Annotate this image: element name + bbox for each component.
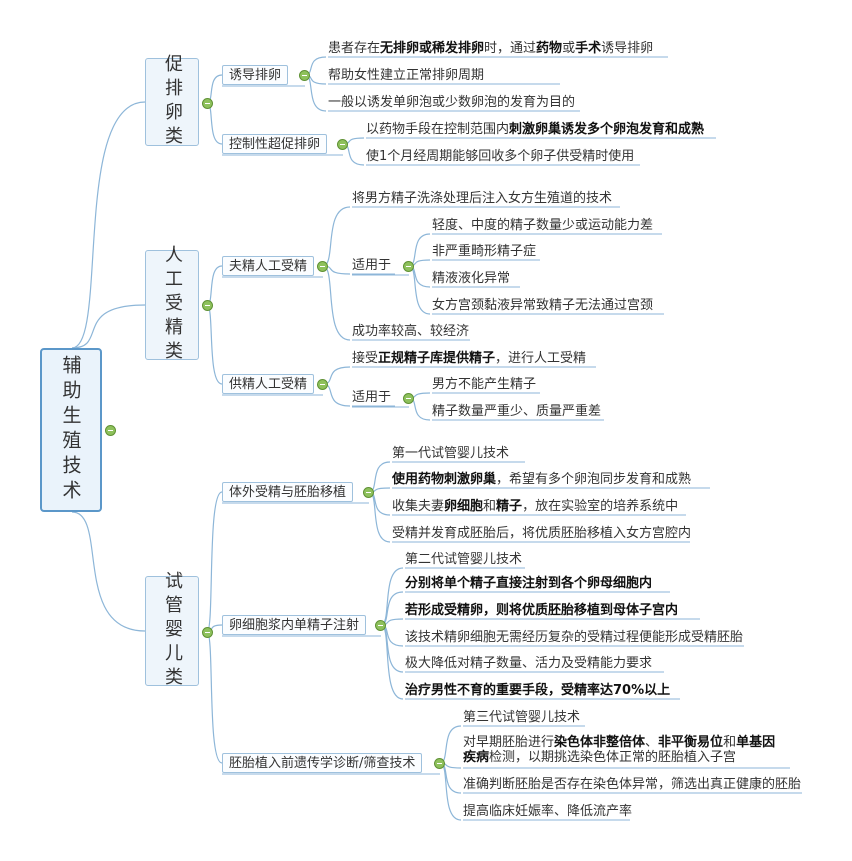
collapse-toggle-induce[interactable] [299,70,310,81]
collapse-toggle-indications-husband[interactable] [403,261,414,272]
leaf-male-infertility: 治疗男性不育的重要手段，受精率达70%以上 [405,683,671,698]
sub-induce-ovulation[interactable]: 诱导排卵 [222,65,289,85]
leaf-aih-success: 成功率较高、较经济 [352,324,470,339]
leaf-third-generation: 第三代试管婴儿技术 [463,710,581,725]
sub-pgd-pgs[interactable]: 胚胎植入前遗传学诊断/筛查技术 [222,753,423,773]
leaf-multi-oocyte: 使1个月经周期能够回收多个卵子供受精时使用 [366,149,635,164]
leaf-ovarian-stimulation: 使用药物刺激卵巢，希望有多个卵泡同步发育和成熟 [392,472,692,487]
leaf-multi-follicle: 以药物手段在控制范围内刺激卵巢诱发多个卵泡发育和成熟 [366,122,705,137]
root-node[interactable]: 辅助生殖技术 [40,348,102,512]
leaf-teratozoospermia: 非严重畸形精子症 [432,244,537,259]
sub-donor-insemination[interactable]: 供精人工受精 [222,374,315,394]
collapse-toggle-indications-donor[interactable] [403,393,414,404]
leaf-reduced-requirements: 极大降低对精子数量、活力及受精能力要求 [405,656,653,671]
collapse-toggle-test-tube[interactable] [202,627,213,638]
leaf-second-generation: 第二代试管婴儿技术 [405,552,523,567]
collapse-toggle-insemination[interactable] [202,300,213,311]
leaf-single-sperm-injection: 分别将单个精子直接注射到各个卵母细胞内 [405,576,653,591]
category-test-tube-baby[interactable]: 试管婴儿类 [145,571,199,691]
leaf-pregnancy-rate: 提高临床妊娠率、降低流产率 [463,804,633,819]
leaf-liquefaction: 精液液化异常 [432,271,511,286]
leaf-aih-definition: 将男方精子洗涤处理后注入女方生殖道的技术 [352,191,613,206]
leaf-healthy-embryo: 准确判断胚胎是否存在染色体异常，筛选出真正健康的胚胎 [463,777,802,792]
leaf-cervical-mucus: 女方宫颈黏液异常致精子无法通过宫颈 [432,298,654,313]
leaf-no-complex-fertilization: 该技术精卵细胞无需经历复杂的受精过程便能形成受精胚胎 [405,630,744,645]
leaf-normal-cycle: 帮助女性建立正常排卵周期 [328,68,485,83]
category-ovulation-induction[interactable]: 促排卵类 [145,54,199,150]
leaf-single-follicle: 一般以诱发单卵泡或少数卵泡的发育为目的 [328,95,576,110]
collapse-toggle-husband[interactable] [317,261,328,272]
collapse-toggle-ovulation[interactable] [202,98,213,109]
collapse-toggle-icsi[interactable] [375,620,386,631]
group-indications-donor[interactable]: 适用于 [352,390,392,405]
leaf-severe-oligospermia: 精子数量严重少、质量严重差 [432,404,602,419]
collapse-toggle-ivf[interactable] [363,487,374,498]
sub-husband-insemination[interactable]: 夫精人工受精 [222,256,315,276]
leaf-chromosome-screening: 对早期胚胎进行染色体非整倍体、非平衡易位和单基因疾病检测，以期挑选染色体正常的胚… [463,735,776,765]
leaf-anovulation-induction: 患者存在无排卵或稀发排卵时，通过药物或手术诱导排卵 [328,41,654,56]
leaf-aid-sperm-bank: 接受正规精子库提供精子，进行人工受精 [352,351,587,366]
sub-controlled-hyperstimulation[interactable]: 控制性超促排卵 [222,134,328,154]
collapse-toggle-root[interactable] [105,425,116,436]
leaf-first-generation: 第一代试管婴儿技术 [392,446,510,461]
leaf-gamete-collection: 收集夫妻卵细胞和精子，放在实验室的培养系统中 [392,499,679,514]
leaf-embryo-transfer: 受精并发育成胚胎后，将优质胚胎移植入女方宫腔内 [392,526,692,541]
collapse-toggle-hyperstimulation[interactable] [337,139,348,150]
collapse-toggle-donor[interactable] [317,379,328,390]
group-indications-husband[interactable]: 适用于 [352,258,392,273]
sub-icsi[interactable]: 卵细胞浆内单精子注射 [222,615,367,635]
collapse-toggle-pgd[interactable] [434,758,445,769]
category-artificial-insemination[interactable]: 人工受精类 [145,245,199,365]
leaf-low-sperm-count: 轻度、中度的精子数量少或运动能力差 [432,218,654,233]
sub-ivf-et[interactable]: 体外受精与胚胎移植 [222,482,354,502]
leaf-azoospermia: 男方不能产生精子 [432,377,537,392]
leaf-embryo-into-uterus: 若形成受精卵，则将优质胚胎移植到母体子宫内 [405,603,679,618]
